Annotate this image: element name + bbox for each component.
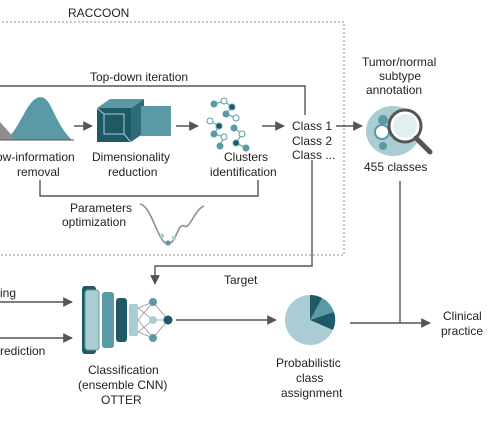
reduction-label-2: reduction: [108, 165, 157, 179]
magnifier-cells-icon: [366, 106, 433, 156]
raccoon-title: RACCOON: [68, 6, 129, 20]
annotation-count: 455 classes: [364, 160, 427, 174]
removal-label-2: removal: [17, 165, 60, 179]
removal-label-1: ow-information: [0, 150, 75, 164]
top-down-iteration-arrow: [0, 85, 306, 115]
cube-reduction-icon: [96, 99, 171, 143]
target-label: Target: [224, 273, 258, 287]
probabilistic-label-1: Probabilistic: [276, 356, 341, 370]
probabilistic-label-3: assignment: [281, 386, 343, 400]
clusters-label-1: Clusters: [224, 150, 268, 164]
clusters-label-2: identification: [210, 165, 277, 179]
classification-label-2: (ensemble CNN): [78, 378, 167, 392]
raccoon-frame: [0, 21, 345, 256]
reduction-label-1: Dimensionality: [92, 150, 170, 164]
top-down-iteration-label: Top-down iteration: [90, 70, 188, 84]
cnn-network-icon: [82, 286, 173, 354]
class-more-label: Class ...: [292, 148, 335, 162]
annotation-title-1: Tumor/normal: [362, 55, 436, 69]
distribution-curve-icon: [0, 97, 74, 141]
classification-label-1: Classification: [88, 363, 159, 377]
clinical-label-2: practice: [441, 324, 483, 338]
parameters-bracket: [39, 180, 259, 197]
annotation-title-2: subtype: [379, 69, 421, 83]
probability-pie-icon: [285, 294, 336, 345]
class-2-label: Class 2: [292, 134, 332, 148]
classification-label-3: OTTER: [101, 393, 142, 407]
optimization-curve-icon: [139, 203, 205, 246]
input-prediction-label: rediction: [0, 344, 45, 358]
parameters-label-1: Parameters: [70, 201, 132, 215]
cluster-network-icon: [206, 97, 250, 152]
probabilistic-label-2: class: [296, 371, 323, 385]
clinical-label-1: Clinical: [443, 309, 482, 323]
target-arrow: [150, 160, 313, 285]
input-training-label: ing: [0, 286, 16, 300]
parameters-label-2: optimization: [62, 215, 126, 229]
class-1-label: Class 1: [292, 119, 332, 133]
annotation-title-3: annotation: [366, 83, 422, 97]
